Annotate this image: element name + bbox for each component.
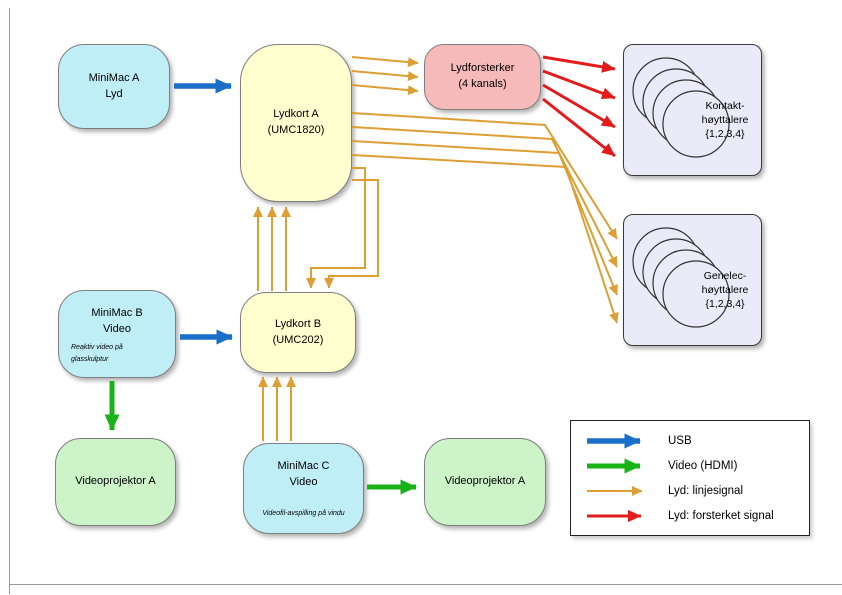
- node-label: Kontakt- høyttalere {1,2,3,4}: [690, 100, 760, 142]
- legend-item-label: Lyd: forsterket signal: [668, 509, 774, 522]
- note-line: Reaktiv video på: [71, 344, 123, 352]
- label-line: høyttalere: [701, 113, 749, 126]
- arrow-amp-lydforsterker-to-kontakt-4: [542, 97, 616, 158]
- node-kontakt-hoyttalere: Kontakt- høyttalere {1,2,3,4}: [623, 44, 762, 176]
- node-note: Reaktiv video på glasskulptur: [71, 342, 123, 366]
- node-subtitle: Video: [289, 475, 318, 488]
- legend-item-label: USB: [668, 434, 692, 447]
- node-minimac-a: MiniMac A Lyd: [58, 44, 170, 129]
- node-title: Lydforsterker: [450, 62, 515, 75]
- node-minimac-b: MiniMac B Video Reaktiv video på glassku…: [58, 290, 176, 378]
- legend-item-video: Video (HDMI): [584, 454, 809, 478]
- arrow-line-lydkort-a-to-genelec-3: [351, 140, 618, 296]
- label-line: høyttalere: [701, 283, 749, 296]
- node-subtitle: (UMC1820): [267, 124, 325, 136]
- page-border-left: [9, 8, 10, 594]
- node-note: Videofil-avspilling på vindu: [244, 508, 363, 520]
- label-line: Genelec-: [703, 270, 747, 282]
- arrow-line-lydkort-a-to-genelec-1: [351, 112, 618, 240]
- node-title: MiniMac C: [277, 460, 330, 472]
- node-title: MiniMac B: [91, 307, 143, 319]
- node-videoprojektor-a-right: Videoprojektor A: [424, 438, 546, 526]
- legend-item-forsterket: Lyd: forsterket signal: [584, 504, 809, 528]
- legend-item-label: Lyd: linjesignal: [668, 484, 744, 497]
- note-line: glasskulptur: [71, 356, 109, 364]
- node-videoprojektor-a-left: Videoprojektor A: [55, 438, 176, 526]
- page-border-bottom: [9, 584, 842, 585]
- arrow-line-lydkort-a-to-lydforsterker-3: [351, 84, 419, 96]
- node-label: Genelec- høyttalere {1,2,3,4}: [690, 270, 760, 312]
- speaker-stack-icon: [632, 57, 730, 158]
- arrow-line-lydkort-a-to-genelec-2: [351, 126, 618, 268]
- legend-arrow-video-icon: [587, 458, 641, 473]
- legend-arrow-forsterket-icon: [587, 509, 642, 522]
- node-subtitle: (UMC202): [272, 333, 324, 346]
- label-line: {1,2,3,4}: [705, 297, 745, 310]
- node-lydforsterker: Lydforsterker (4 kanals): [424, 44, 541, 110]
- arrow-amp-lydforsterker-to-kontakt-3: [542, 83, 616, 129]
- node-title: Videoprojektor A: [444, 475, 526, 488]
- note-line: Videofil-avspilling på vindu: [262, 510, 345, 518]
- label-line: Kontakt-: [705, 100, 745, 112]
- arrow-line-lydkort-a-to-lydforsterker-1: [351, 56, 419, 68]
- node-title: Videoprojektor A: [75, 475, 156, 488]
- arrow-line-lydkort-a-to-lydkort-b-2: [324, 179, 379, 289]
- label-line: {1,2,3,4}: [705, 127, 745, 140]
- node-subtitle: Lyd: [105, 87, 123, 100]
- arrow-line-lydkort-a-to-genelec-4: [351, 154, 619, 324]
- arrow-amp-lydforsterker-to-kontakt-1: [542, 55, 616, 73]
- arrow-line-lydkort-a-to-lydforsterker-2: [351, 70, 419, 82]
- node-subtitle: Video: [103, 322, 131, 335]
- node-subtitle: (4 kanals): [458, 78, 507, 90]
- node-title: Lydkort A: [273, 108, 319, 121]
- node-minimac-c: MiniMac C Video Videofil-avspilling på v…: [243, 443, 364, 534]
- legend-arrow-usb-icon: [587, 433, 641, 448]
- legend: USB Video (HDMI) Lyd: linjesignal Lyd: f…: [570, 420, 810, 536]
- arrow-amp-lydforsterker-to-kontakt-2: [542, 69, 616, 100]
- legend-arrow-linjesignal-icon: [587, 485, 643, 496]
- node-title: MiniMac A: [88, 71, 140, 84]
- node-lydkort-b: Lydkort B (UMC202): [240, 292, 356, 373]
- legend-item-label: Video (HDMI): [668, 459, 738, 472]
- speaker-stack-icon: [632, 227, 730, 328]
- legend-item-usb: USB: [584, 429, 809, 453]
- node-lydkort-a: Lydkort A (UMC1820): [240, 44, 352, 202]
- node-genelec-hoyttalere: Genelec- høyttalere {1,2,3,4}: [623, 214, 762, 346]
- node-title: Lydkort B: [274, 317, 322, 330]
- legend-item-linjesignal: Lyd: linjesignal: [584, 479, 809, 503]
